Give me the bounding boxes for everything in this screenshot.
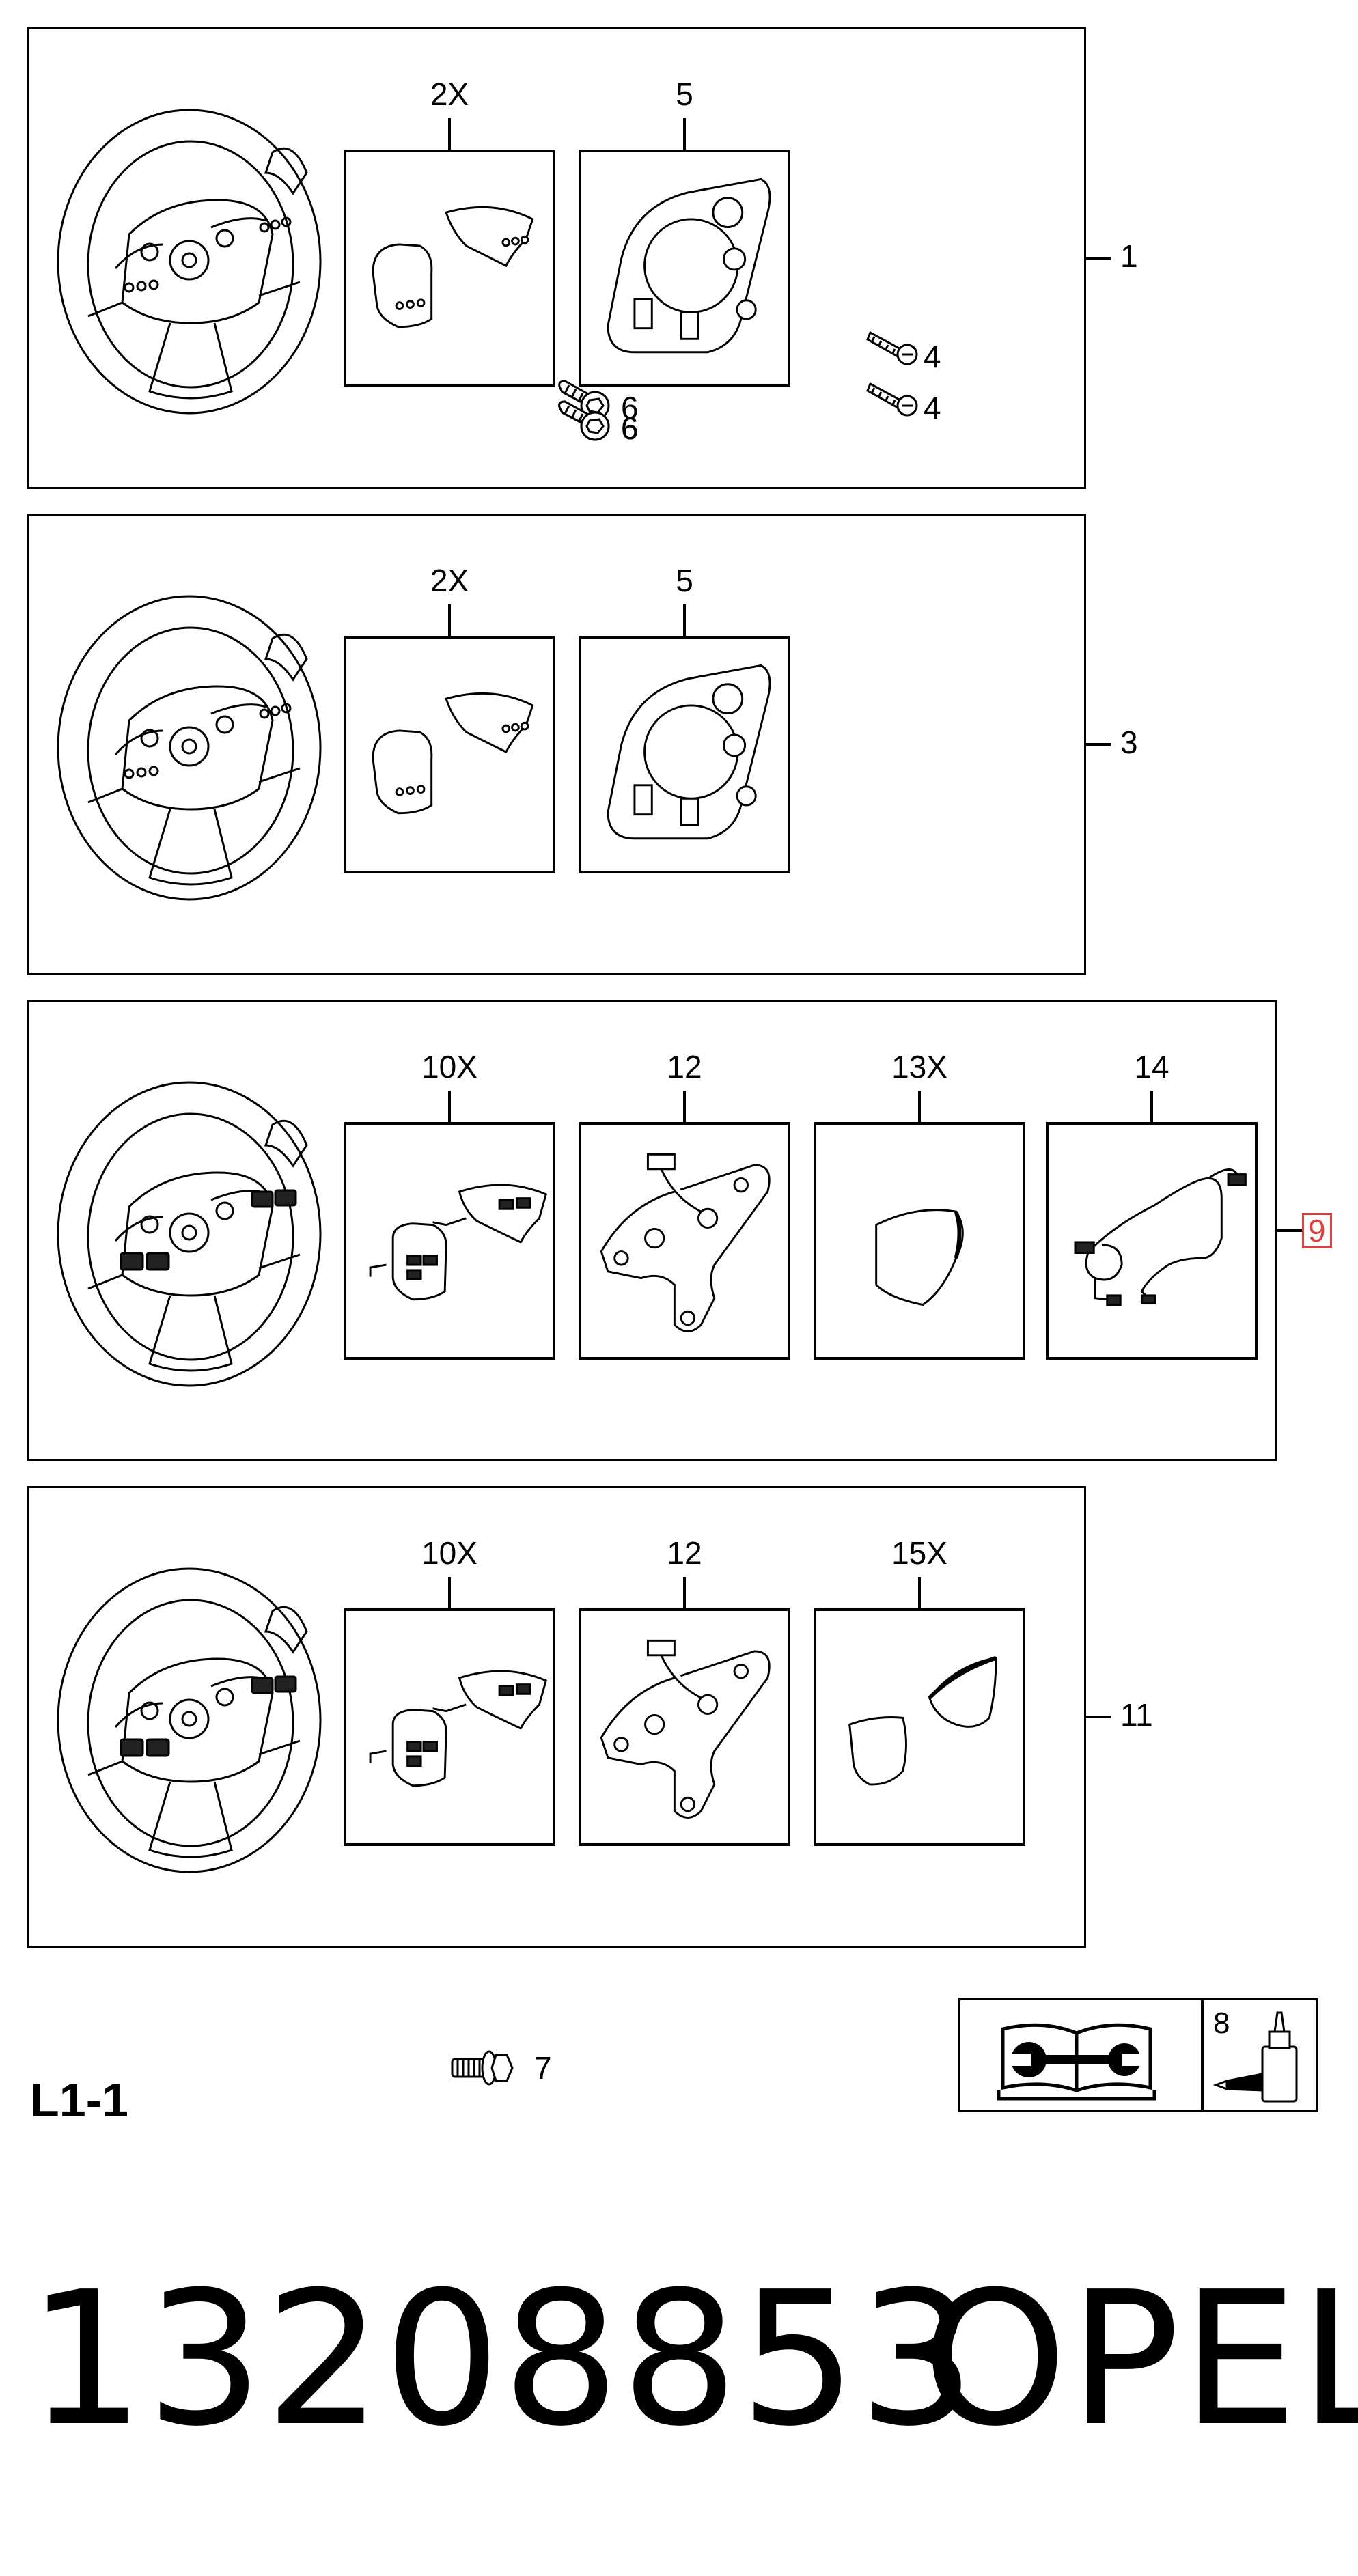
sub-label: 13X: [891, 1049, 947, 1084]
subassembly-switches[interactable]: [344, 1608, 555, 1846]
callout-6: 6: [621, 410, 639, 446]
steering-wheel[interactable]: [47, 584, 334, 908]
sub-leader: [683, 1577, 686, 1608]
cover-single-icon: [875, 1209, 964, 1306]
bezel-icon: [607, 178, 771, 354]
callout-6: 6: [621, 410, 639, 446]
manual-wrench-icon: [997, 2023, 1156, 2101]
ref-leader: [1086, 1716, 1111, 1718]
switches-icon: [369, 1184, 548, 1301]
part-number: 13208853: [27, 2252, 978, 2467]
sub-leader: [683, 118, 686, 150]
steering-wheel-icon: [57, 1567, 322, 1873]
subassembly-bezel[interactable]: [579, 636, 790, 873]
subassembly-harness[interactable]: [1046, 1122, 1258, 1360]
sub-label: 15X: [891, 1535, 947, 1571]
steering-wheel-icon: [57, 109, 322, 415]
steering-wheel[interactable]: [47, 1070, 334, 1395]
group-ref-3[interactable]: 3: [1120, 725, 1138, 760]
steering-wheel[interactable]: [47, 98, 334, 422]
group-3: 2X 5 6: [27, 380, 1086, 975]
ref-leader: [1086, 257, 1111, 260]
sub-label: 12: [667, 1535, 702, 1571]
bezel-icon: [607, 664, 771, 840]
callout-4: 4: [924, 339, 941, 374]
brand-name: OPEL: [922, 2252, 1358, 2467]
bolt-icon: [558, 400, 610, 441]
subassembly-covers[interactable]: [344, 636, 555, 873]
group-code: L1-1: [30, 2073, 128, 2127]
sub-leader: [683, 1091, 686, 1122]
sub-leader: [1150, 1091, 1153, 1122]
sub-label: 10X: [421, 1535, 477, 1571]
sub-label: 10X: [421, 1049, 477, 1084]
subassembly-switches[interactable]: [344, 1122, 555, 1360]
sub-leader: [448, 1577, 451, 1608]
sub-leader: [448, 118, 451, 150]
subassembly-cover-single[interactable]: [814, 1122, 1025, 1360]
bracket-icon: [600, 1153, 771, 1332]
callout-7: 7: [534, 2050, 552, 2086]
subassembly-covers[interactable]: [344, 150, 555, 387]
screw-icon: [866, 331, 918, 365]
group-9: 10X 12 13X 14: [27, 400, 1277, 1461]
steering-wheel-icon: [57, 595, 322, 901]
sub-label: 2X: [430, 76, 469, 112]
sub-leader: [683, 604, 686, 636]
sub-label: 2X: [430, 563, 469, 598]
subassembly-bracket[interactable]: [579, 1122, 790, 1360]
sub-label: 12: [667, 1049, 702, 1084]
callout-8: 8: [1213, 2006, 1230, 2040]
switches-icon: [369, 1670, 548, 1787]
bolt-icon: [558, 380, 610, 421]
adhesive-bottle-icon: [1212, 2011, 1298, 2103]
loose-screw[interactable]: 4: [866, 323, 975, 378]
steering-wheel-icon: [57, 1081, 322, 1387]
covers-icon: [372, 692, 534, 815]
bolt-7[interactable]: 7: [444, 2045, 552, 2100]
group-1: 2X 5 4: [27, 27, 1086, 489]
sub-leader: [918, 1577, 921, 1608]
loose-bolt[interactable]: 6: [555, 395, 665, 449]
cover-pair-icon: [848, 1655, 997, 1786]
sub-leader: [448, 1091, 451, 1122]
steering-wheel[interactable]: [47, 1556, 334, 1881]
sub-label: 5: [676, 563, 693, 598]
loose-screw[interactable]: 4: [866, 374, 975, 429]
covers-icon: [372, 206, 534, 328]
info-box: 8: [958, 1998, 1318, 2112]
group-ref-1[interactable]: 1: [1120, 238, 1138, 274]
subassembly-cover-pair[interactable]: [814, 1608, 1025, 1846]
sub-label: 14: [1134, 1049, 1169, 1084]
group-ref-11[interactable]: 11: [1120, 1697, 1153, 1733]
sub-label: 5: [676, 76, 693, 112]
ref-leader: [1277, 1229, 1302, 1232]
callout-6: 6: [621, 390, 639, 425]
screw-icon: [866, 382, 918, 417]
bracket-icon: [600, 1639, 771, 1819]
harness-icon: [1074, 1168, 1247, 1306]
loose-bolt[interactable]: 6: [555, 374, 665, 429]
subassembly-bracket[interactable]: [579, 1608, 790, 1846]
subassembly-bezel[interactable]: [579, 150, 790, 387]
manual-cell: [960, 2000, 1204, 2110]
group-ref-9[interactable]: 9: [1302, 1213, 1332, 1248]
sub-leader: [448, 604, 451, 636]
ref-leader: [1086, 743, 1111, 746]
hex-bolt-icon: [451, 2050, 514, 2086]
group-11: 10X 12 15X: [27, 400, 1086, 1948]
sub-leader: [918, 1091, 921, 1122]
callout-4: 4: [924, 390, 941, 425]
callout-6: 6: [621, 410, 639, 446]
